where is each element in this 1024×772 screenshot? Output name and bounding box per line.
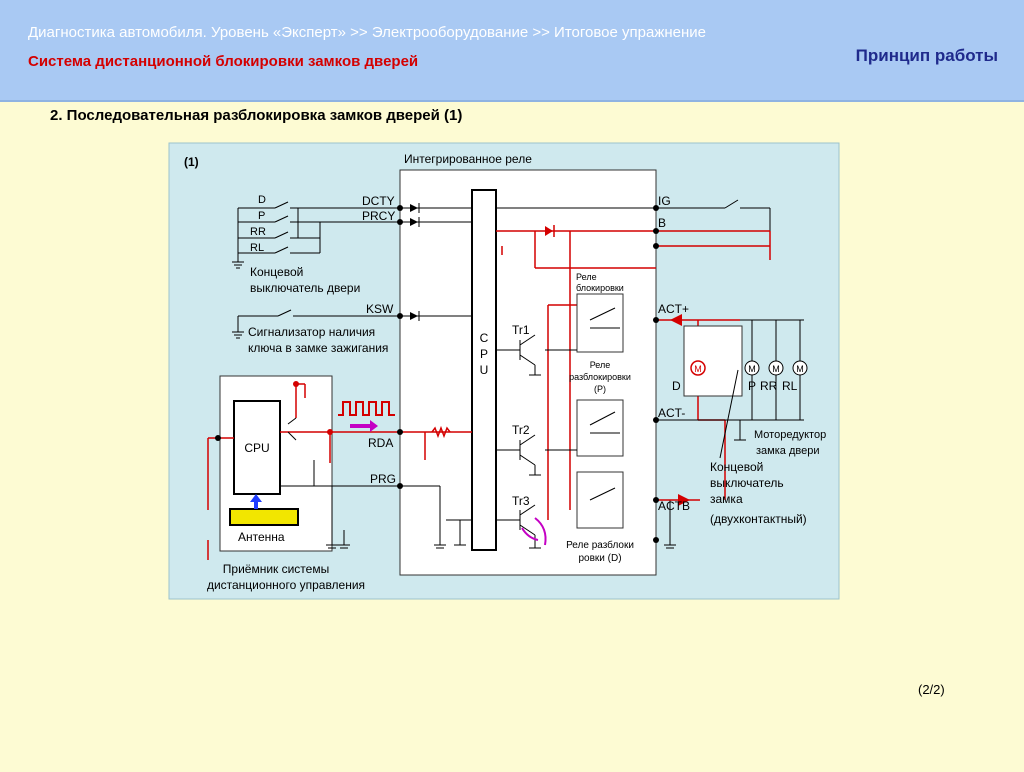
motor-caption-2: замка двери <box>756 445 819 457</box>
transistor-label-tr2: Tr2 <box>512 423 530 437</box>
rda-pulse-signal <box>338 401 395 416</box>
pin-prg: PRG <box>370 472 396 486</box>
relay-lock-label-2: блокировки <box>576 283 624 293</box>
pin-b: B <box>658 216 666 230</box>
relay-lock-box <box>576 293 624 353</box>
relay-title: Интегрированное реле <box>404 152 532 166</box>
cpu-letter-u: U <box>480 363 489 377</box>
antenna-arrow-icon <box>250 494 262 509</box>
slide-title: 2. Последовательная разблокировка замков… <box>50 107 463 124</box>
input-lines <box>400 207 472 317</box>
lock-switch-caption-1: Концевой <box>710 460 763 474</box>
motor-rl-icon: M <box>796 364 804 374</box>
pin-ksw: KSW <box>366 302 394 316</box>
transistor-label-tr1: Tr1 <box>512 323 530 337</box>
pin-actb: ACTB <box>658 499 690 513</box>
motor-d-icon: M <box>694 364 702 374</box>
receiver-black-wires <box>280 417 400 549</box>
door-switch-caption-2: выключатель двери <box>250 281 360 295</box>
integrated-relay-box <box>399 169 657 576</box>
rda-red-node <box>327 429 333 435</box>
relay-contacts <box>545 307 620 501</box>
receiver-red-node <box>293 381 299 387</box>
act-plus-arrow-icon <box>670 314 682 326</box>
pin-dcty: DCTY <box>362 194 395 208</box>
actb-arrow-icon <box>678 494 690 506</box>
motor-p-icon: M <box>748 364 756 374</box>
transistor-label-tr3: Tr3 <box>512 494 530 508</box>
relay-unlock-d-label-2: ровки (D) <box>578 553 621 564</box>
section-title: Принцип работы <box>855 46 998 65</box>
pin-rda: RDA <box>368 436 393 450</box>
pin-ig: IG <box>658 194 671 208</box>
motor-rr-icon: M <box>772 364 780 374</box>
lock-switch-caption-4: (двухконтактный) <box>710 512 807 526</box>
panel-label: (1) <box>184 155 199 169</box>
relay-unlock-d-label-1: Реле разблоки <box>566 539 634 551</box>
receiver-caption-1: Приёмник системы <box>223 562 329 576</box>
relay-unlock-p-label-2: разблокировки <box>569 372 631 382</box>
antenna-block <box>229 508 299 526</box>
cpu-letter-p: P <box>480 347 488 361</box>
motor-d-box <box>683 325 743 397</box>
prg-wires <box>400 485 472 549</box>
motor-label-rr: RR <box>760 379 778 393</box>
right-pin-nodes <box>397 205 659 543</box>
relay-unlock-p-label-3: (P) <box>594 384 606 394</box>
switch-label-d: D <box>258 194 266 206</box>
motor-label-rl: RL <box>782 379 798 393</box>
tr3-current-arrow2-icon <box>534 517 547 546</box>
lock-switch-leader <box>719 369 739 459</box>
battery-diode <box>545 226 553 236</box>
page-number: (2/2) <box>918 682 945 697</box>
motor-label-p: P <box>748 379 756 393</box>
transistor-group <box>496 334 541 549</box>
antenna-label: Антенна <box>238 530 285 544</box>
relay-unlock-p-label-1: Реле <box>590 360 611 370</box>
switch-label-rr: RR <box>250 226 266 238</box>
key-warning-switch <box>232 309 400 339</box>
tr3-current-arrow-icon <box>521 527 539 541</box>
motor-caption-1: Моторедуктор <box>754 429 826 441</box>
breadcrumb: Диагностика автомобиля. Уровень «Эксперт… <box>28 24 706 41</box>
relay-cpu-block <box>471 189 497 551</box>
motor-label-d: D <box>672 379 681 393</box>
relay-unlock-d-box <box>576 471 624 529</box>
header-bar: Диагностика автомобиля. Уровень «Эксперт… <box>0 0 1024 102</box>
cpu-letter-c: C <box>480 331 489 345</box>
rda-resistor <box>431 425 451 439</box>
relay-unlock-p-box <box>576 399 624 457</box>
rda-signal-arrow-icon <box>350 420 378 432</box>
pin-act-minus: ACT- <box>658 406 685 420</box>
door-switch-caption-1: Концевой <box>250 265 303 279</box>
receiver-cpu-label: CPU <box>244 441 269 455</box>
switch-label-rl: RL <box>250 242 264 254</box>
lock-switch-caption-3: замка <box>710 492 743 506</box>
relay-lock-label-1: Реле <box>576 272 597 282</box>
key-warning-caption-1: Сигнализатор наличия <box>248 325 375 339</box>
lock-switch-caption-2: выключатель <box>710 476 784 490</box>
receiver-black-node <box>215 435 221 441</box>
pin-act-plus: ACT+ <box>658 302 689 316</box>
receiver-caption-2: дистанционного управления <box>207 578 365 592</box>
module-title: Система дистанционной блокировки замков … <box>28 53 419 70</box>
key-warning-caption-2: ключа в замке зажигания <box>248 341 388 355</box>
door-switch-group <box>232 201 400 269</box>
pin-prcy: PRCY <box>362 209 395 223</box>
switch-label-p: P <box>258 210 265 222</box>
receiver-cpu-block <box>233 400 281 495</box>
motor-wires <box>656 319 804 441</box>
